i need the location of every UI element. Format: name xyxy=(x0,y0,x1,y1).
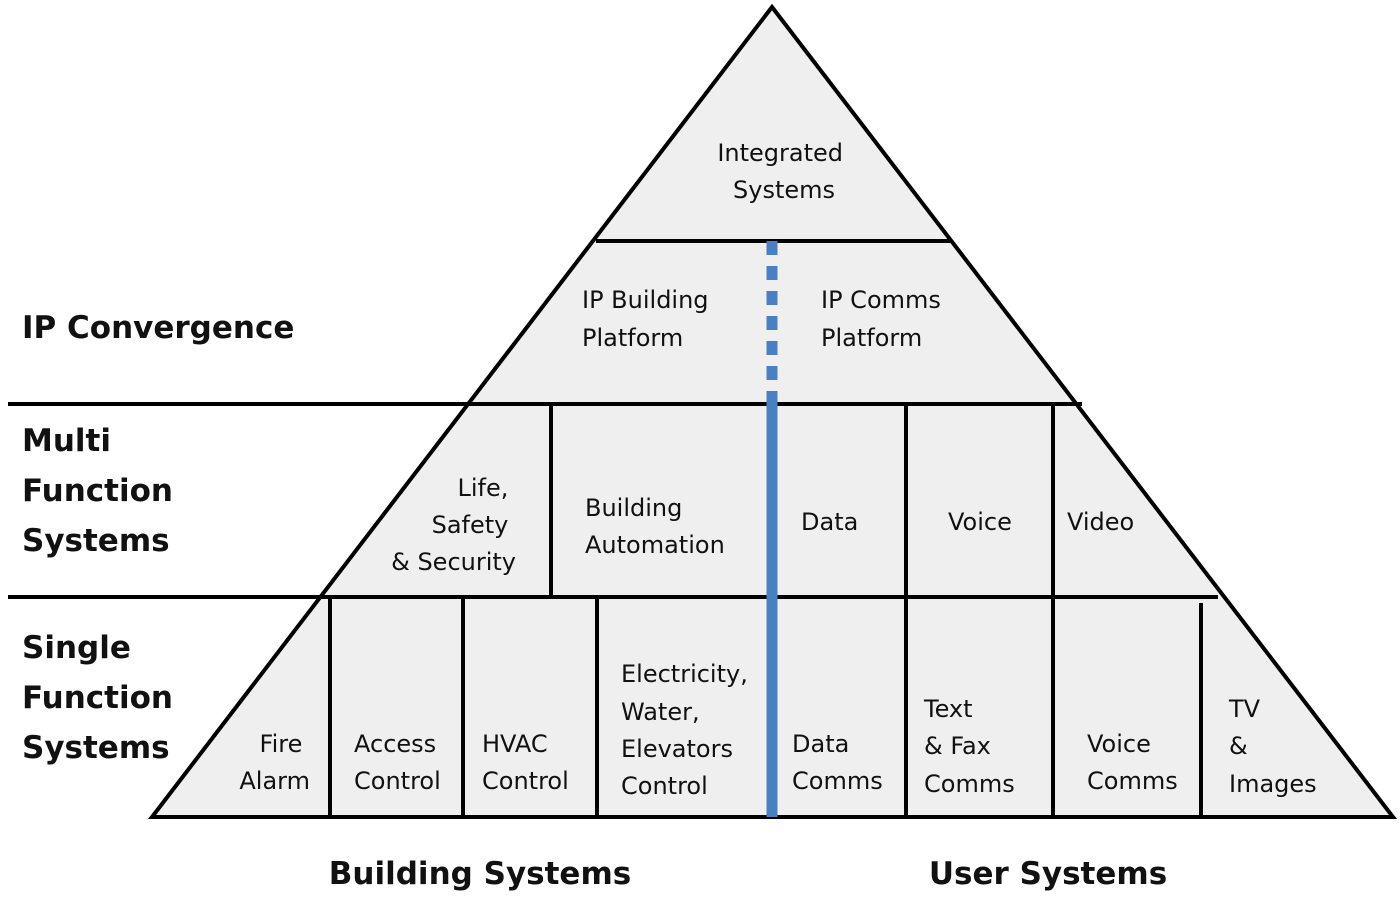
label-voice-comms: Voice Comms xyxy=(1087,730,1178,795)
label-text-fax-comms: Text & Fax Comms xyxy=(923,695,1015,798)
label-access-control: Access Control xyxy=(354,730,444,795)
label-life-safety-security: Life, Safety & Security xyxy=(391,474,516,576)
label-ip-comms-platform: IP Comms Platform xyxy=(821,286,949,352)
label-data-comms: Data Comms xyxy=(792,730,883,795)
footer-user-systems: User Systems xyxy=(929,856,1167,892)
label-video: Video xyxy=(1067,508,1134,536)
side-label-multi-function: Multi Function Systems xyxy=(22,423,184,559)
label-data: Data xyxy=(801,508,858,536)
footer-building-systems: Building Systems xyxy=(329,856,631,892)
label-fire-alarm: Fire Alarm xyxy=(239,730,310,795)
label-building-automation: Building Automation xyxy=(585,494,725,559)
label-electricity-water-elevators: Electricity, Water, Elevators Control xyxy=(621,660,755,800)
label-ip-building-platform: IP Building Platform xyxy=(582,286,716,352)
label-tv-images: TV & Images xyxy=(1228,695,1317,798)
label-integrated-systems: Integrated Systems xyxy=(717,139,850,204)
side-label-single-function: Single Function Systems xyxy=(22,630,184,766)
label-voice: Voice xyxy=(948,508,1012,536)
label-hvac-control: HVAC Control xyxy=(482,730,569,795)
side-label-ip-convergence: IP Convergence xyxy=(22,310,294,346)
